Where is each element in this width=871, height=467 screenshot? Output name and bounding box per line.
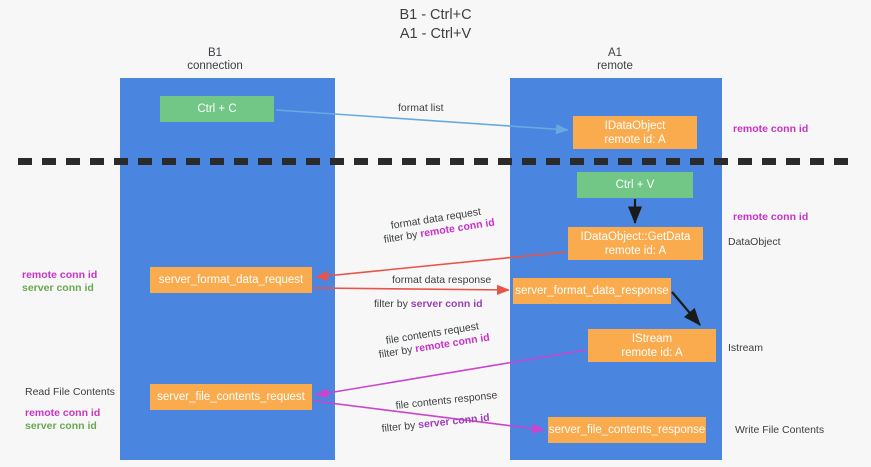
node-ctrl-v[interactable]: Ctrl + V	[577, 172, 693, 198]
node-server-format-data-response[interactable]: server_format_data_response	[513, 278, 671, 304]
annotation-write-file-contents-label: Write File Contents	[735, 424, 825, 436]
annotation-left-mid: remote conn id server conn id	[22, 269, 97, 295]
node-ctrl-v-label: Ctrl + V	[615, 179, 655, 191]
node-format-data-response-label: server_format_data_response	[515, 285, 669, 297]
node-idataobject-getdata[interactable]: IDataObject::GetData remote id: A	[568, 227, 703, 260]
annotation-left-bottom-remote: remote conn id	[25, 407, 101, 419]
node-istream[interactable]: IStream remote id: A	[588, 329, 716, 362]
column-header-b1-role: connection	[187, 60, 243, 72]
node-idataobject-line1: IDataObject	[604, 119, 666, 132]
filter-prefix: filter by	[383, 228, 422, 246]
column-header-a1-name: A1	[607, 47, 623, 59]
annotation-left-mid-server: server conn id	[22, 282, 94, 294]
node-ctrl-c[interactable]: Ctrl + C	[160, 96, 274, 122]
edge-label-format-data-response: format data response	[392, 274, 491, 287]
annotation-dataobject-label: DataObject	[728, 236, 781, 248]
column-header-a1: A1 remote	[555, 47, 675, 73]
title-line-2: A1 - Ctrl+V	[399, 26, 472, 42]
filter-prefix: filter by	[381, 419, 419, 435]
edge-label-format-list: format list	[398, 102, 444, 115]
annotation-read-file-contents: Read File Contents	[25, 386, 115, 398]
annotation-left-bottom-server: server conn id	[25, 420, 97, 432]
annotation-right-write-file-contents: Write File Contents	[735, 424, 824, 437]
column-header-b1-name: B1	[207, 47, 223, 59]
title-line-1: B1 - Ctrl+C	[399, 7, 472, 23]
node-istream-line2: remote id: A	[621, 346, 683, 359]
edge-label-file-contents-response-filter: filter by server conn id	[381, 412, 490, 436]
filter-key-server-conn-id: server conn id	[410, 298, 483, 310]
node-server-format-data-request[interactable]: server_format_data_request	[150, 267, 312, 293]
edge-label-file-contents-response: file contents response	[395, 389, 498, 413]
annotation-right-mid: remote conn id	[733, 211, 808, 224]
annotation-right-top-remote: remote conn id	[733, 123, 809, 135]
node-getdata-line1: IDataObject::GetData	[580, 230, 691, 243]
node-file-contents-request-label: server_file_contents_request	[157, 391, 305, 403]
node-istream-line1: IStream	[631, 332, 673, 345]
node-getdata-line2: remote id: A	[604, 244, 667, 257]
edge-label-format-data-response-text: format data response	[392, 274, 492, 286]
column-header-a1-role: remote	[597, 60, 633, 72]
annotation-right-dataobject: DataObject	[728, 236, 781, 249]
filter-prefix: filter by	[378, 343, 417, 361]
node-idataobject[interactable]: IDataObject remote id: A	[573, 116, 697, 149]
node-format-data-request-label: server_format_data_request	[158, 274, 304, 286]
annotation-istream-label: Istream	[728, 342, 764, 354]
node-file-contents-response-label: server_file_contents_response	[548, 424, 706, 436]
edge-label-file-contents-response-text: file contents response	[395, 389, 498, 412]
annotation-left-mid-remote: remote conn id	[22, 269, 98, 281]
arrow-format-data-response	[313, 284, 510, 295]
node-server-file-contents-request[interactable]: server_file_contents_request	[150, 384, 312, 410]
annotation-right-top: remote conn id	[733, 123, 808, 136]
phase-separator	[18, 158, 854, 165]
annotation-right-mid-remote: remote conn id	[733, 211, 809, 223]
column-header-b1: B1 connection	[155, 47, 275, 73]
node-ctrl-c-label: Ctrl + C	[197, 103, 237, 115]
annotation-left-bottom: Read File Contents remote conn id server…	[25, 386, 115, 433]
filter-key-server-conn-id: server conn id	[417, 411, 491, 432]
diagram-title: B1 - Ctrl+C A1 - Ctrl+V	[0, 6, 871, 44]
filter-prefix: filter by	[374, 298, 411, 310]
edge-label-format-list-text: format list	[398, 102, 444, 114]
edge-label-format-data-response-filter: filter by server conn id	[374, 298, 483, 311]
node-server-file-contents-response[interactable]: server_file_contents_response	[548, 417, 706, 443]
node-idataobject-line2: remote id: A	[604, 133, 666, 146]
annotation-right-istream: Istream	[728, 342, 763, 355]
